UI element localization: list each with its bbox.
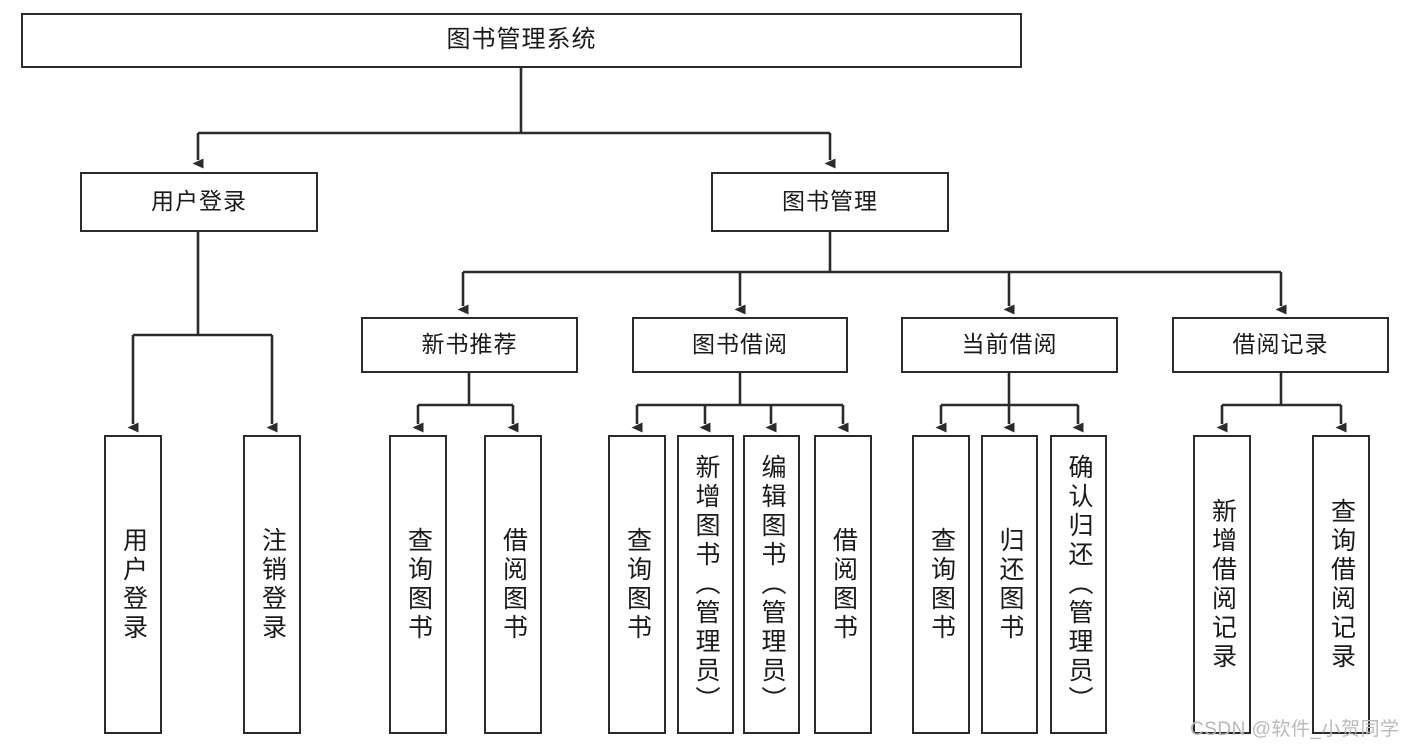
node-current-borrowing[interactable]: 当前借阅 — [901, 317, 1118, 373]
node-label: 图书管理 — [782, 188, 878, 215]
node-label: 查询图书 — [927, 526, 956, 643]
leaf-return-book[interactable]: 归还图书 — [981, 435, 1038, 734]
leaf-query-book-recommend[interactable]: 查询图书 — [389, 435, 447, 734]
leaf-query-book-borrow[interactable]: 查询图书 — [608, 435, 666, 734]
node-label: 编辑图书（管理员） — [758, 454, 786, 715]
leaf-user-login[interactable]: 用户登录 — [104, 435, 162, 734]
leaf-query-borrow-record[interactable]: 查询借阅记录 — [1312, 435, 1370, 734]
node-book-borrowing[interactable]: 图书借阅 — [632, 317, 848, 373]
node-label: 图书借阅 — [692, 331, 788, 358]
node-label: 借阅记录 — [1232, 331, 1329, 358]
node-book-management[interactable]: 图书管理 — [711, 172, 949, 232]
node-label: 查询图书 — [623, 526, 652, 643]
node-label: 查询借阅记录 — [1327, 497, 1356, 672]
node-new-book-recommendation[interactable]: 新书推荐 — [361, 317, 578, 373]
leaf-borrow-book-recommend[interactable]: 借阅图书 — [484, 435, 542, 734]
node-label: 归还图书 — [996, 526, 1024, 643]
node-label: 新增借阅记录 — [1208, 497, 1237, 672]
node-label: 注销登录 — [258, 526, 287, 643]
leaf-borrow-book[interactable]: 借阅图书 — [814, 435, 872, 734]
node-label: 图书管理系统 — [446, 26, 597, 54]
node-label: 新书推荐 — [421, 331, 518, 358]
node-borrowing-record[interactable]: 借阅记录 — [1172, 317, 1389, 373]
leaf-logout[interactable]: 注销登录 — [243, 435, 301, 734]
leaf-confirm-return-admin[interactable]: 确认归还（管理员） — [1050, 435, 1107, 734]
leaf-edit-book-admin[interactable]: 编辑图书（管理员） — [743, 435, 800, 734]
leaf-add-book-admin[interactable]: 新增图书（管理员） — [677, 435, 734, 734]
node-label: 借阅图书 — [829, 526, 858, 643]
node-root-book-management-system[interactable]: 图书管理系统 — [21, 13, 1022, 68]
leaf-add-borrow-record[interactable]: 新增借阅记录 — [1193, 435, 1251, 734]
node-label: 确认归还（管理员） — [1065, 454, 1093, 715]
node-label: 用户登录 — [151, 188, 247, 215]
csdn-watermark: CSDN @软件_小贺同学 — [1190, 719, 1400, 740]
node-user-login[interactable]: 用户登录 — [80, 172, 318, 232]
node-label: 用户登录 — [119, 526, 148, 643]
node-label: 新增图书（管理员） — [692, 454, 720, 715]
node-label: 查询图书 — [404, 526, 433, 643]
node-label: 当前借阅 — [961, 331, 1058, 358]
leaf-query-book-current[interactable]: 查询图书 — [912, 435, 970, 734]
node-label: 借阅图书 — [499, 526, 528, 643]
